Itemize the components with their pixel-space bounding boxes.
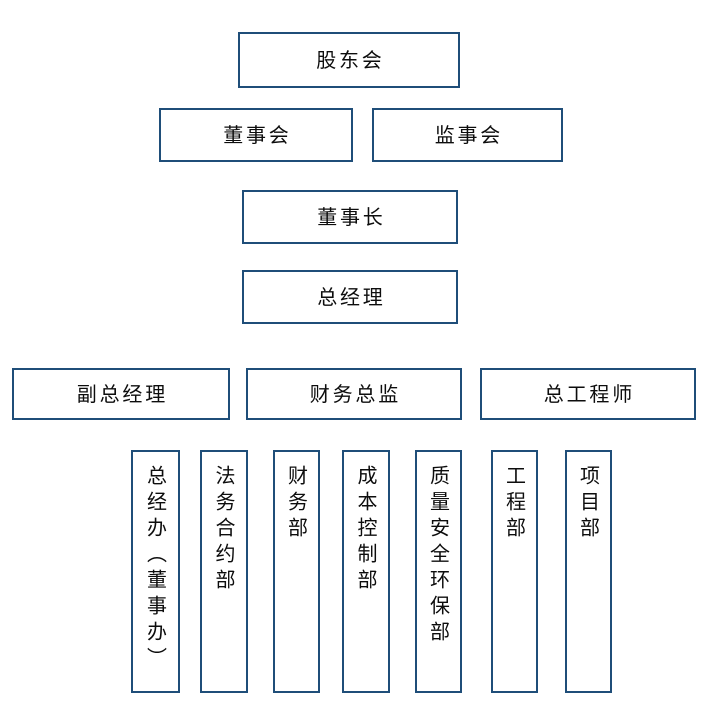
- node-quality-safety-environment-department[interactable]: 质量安全环保部: [415, 450, 462, 693]
- node-label: 总经办（董事办）: [143, 465, 168, 674]
- node-label: 财务总监: [309, 381, 401, 406]
- node-label: 董事会: [223, 122, 292, 147]
- node-board-of-supervisors[interactable]: 监事会: [372, 108, 563, 162]
- node-shareholders-meeting[interactable]: 股东会: [238, 32, 460, 88]
- node-label: 总工程师: [543, 381, 635, 406]
- node-chief-financial-officer[interactable]: 财务总监: [246, 368, 462, 420]
- node-label: 副总经理: [76, 381, 168, 406]
- node-general-managers-office[interactable]: 总经办（董事办）: [131, 450, 180, 693]
- node-finance-department[interactable]: 财务部: [273, 450, 320, 693]
- node-project-department[interactable]: 项目部: [565, 450, 612, 693]
- node-legal-and-contract-department[interactable]: 法务合约部: [200, 450, 248, 693]
- node-label: 成本控制部: [354, 465, 378, 596]
- node-board-of-directors[interactable]: 董事会: [159, 108, 353, 162]
- node-label: 董事长: [317, 204, 386, 229]
- node-engineering-department[interactable]: 工程部: [491, 450, 538, 693]
- node-general-manager[interactable]: 总经理: [242, 270, 458, 324]
- node-label: 财务部: [284, 465, 309, 544]
- node-cost-control-department[interactable]: 成本控制部: [342, 450, 390, 693]
- node-label: 总经理: [317, 284, 386, 309]
- node-label: 项目部: [576, 465, 601, 544]
- node-label: 股东会: [316, 47, 385, 72]
- node-label: 质量安全环保部: [426, 465, 451, 648]
- node-label: 法务合约部: [212, 465, 236, 596]
- node-label: 工程部: [502, 465, 527, 544]
- node-chairman[interactable]: 董事长: [242, 190, 458, 244]
- node-deputy-general-manager[interactable]: 副总经理: [12, 368, 230, 420]
- node-chief-engineer[interactable]: 总工程师: [480, 368, 696, 420]
- node-label: 监事会: [434, 122, 504, 147]
